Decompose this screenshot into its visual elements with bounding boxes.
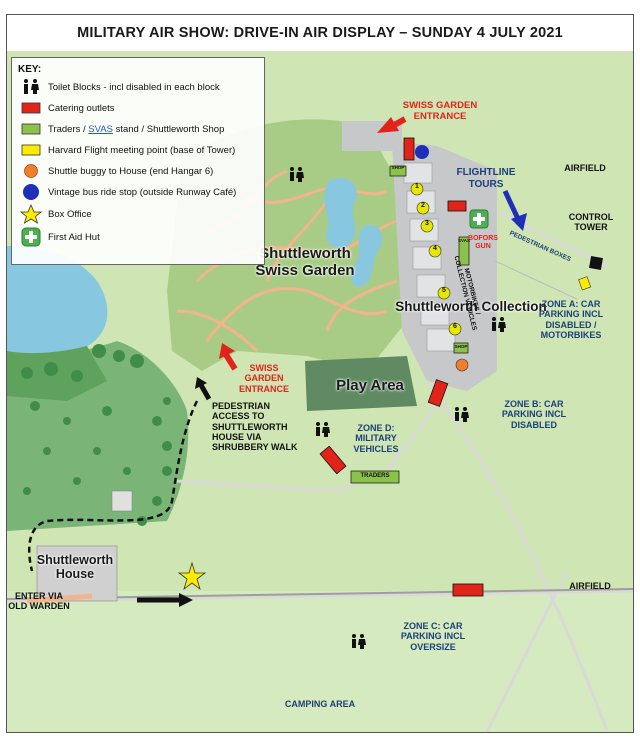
key-item-first-aid: First Aid Hut [18,227,100,247]
catering-icon [18,102,44,114]
page-title: MILITARY AIR SHOW: DRIVE-IN AIR DISPLAY … [7,15,633,51]
catering-outlet [452,583,484,597]
vintage-bus-stop [415,145,429,159]
shuttle-buggy-stop [455,358,469,372]
black-arrow [198,383,212,401]
meeting-point-icon [18,144,44,156]
label-zone-b: ZONE B: CAR PARKING INCL DISABLED [501,399,567,430]
label-swiss-garden-entrance-left: SWISS GARDEN ENTRANCE [239,363,290,394]
trees [21,344,172,526]
key-label: Box Office [48,208,92,220]
toilet-icon [18,79,44,95]
box-office-star [177,561,207,591]
label-airfield-bottom: AIRFIELD [569,581,611,591]
shop-stand [453,342,469,354]
label-enter-via-old-warden: ENTER VIA OLD WARDEN [8,591,70,612]
red-arrow [222,351,238,371]
blue-arrow [502,189,522,223]
catering-outlets [319,137,484,597]
svas-stand [458,236,470,266]
first-aid-icon [18,227,44,247]
label-pedestrian-access: PEDESTRIAN ACCESS TO SHUTTLEWORTH HOUSE … [212,401,298,453]
hangar-5-label: 5 [442,287,446,294]
key-item-shuttle-buggy: Shuttle buggy to House (end Hangar 6) [18,162,213,180]
control-tower-marker [589,256,603,270]
label-zone-a: ZONE A: CAR PARKING INCL DISABLED / MOTO… [538,299,604,341]
label-control-tower: CONTROL TOWER [568,212,614,233]
hangar-markers [410,182,462,336]
label-shop-top: SHOP [391,165,405,170]
shuttleworth-house-building [36,545,118,602]
label-shop-bottom: SHOP [454,344,468,349]
pond [324,177,357,249]
label-zone-d: ZONE D: MILITARY VEHICLES [353,423,399,454]
key-item-traders: Traders / SVAS stand / Shuttleworth Shop [18,120,224,138]
key-label: First Aid Hut [48,231,100,243]
hangar-4-label: 4 [433,245,437,252]
vintage-bus-icon [18,183,44,201]
label-traders: TRADERS [360,473,390,479]
catering-outlet [319,445,347,475]
pond [351,225,383,287]
hangar-1-label: 1 [415,183,419,190]
key-label: Catering outlets [48,102,115,114]
catering-outlet [427,379,449,407]
traders-stand [350,470,400,484]
label-swiss-garden-entrance-top: SWISS GARDEN ENTRANCE [402,100,478,122]
hangar-3-label: 3 [425,220,429,227]
traders-stands [350,165,470,484]
key-label: Vintage bus ride stop (outside Runway Ca… [48,186,237,198]
key-label: Harvard Flight meeting point (base of To… [48,144,236,156]
label-shuttleworth-house: Shuttleworth House [36,553,114,582]
label-play-area: Play Area [336,377,404,394]
label-bofors-gun: BOFORS GUN [468,235,498,251]
play-area-ground [305,356,417,411]
hangar-2-label: 2 [421,202,425,209]
label-zone-c: ZONE C: CAR PARKING INCL OVERSIZE [400,621,466,652]
catering-outlet [403,137,415,161]
label-flightline-tours: FLIGHTLINE TOURS [456,167,516,190]
catering-outlet [447,200,467,212]
shop-stand [389,165,407,177]
key-item-meeting-point: Harvard Flight meeting point (base of To… [18,141,235,159]
label-svas: SVAS [458,238,470,243]
shuttle-buggy-icon [18,163,44,179]
key-heading: KEY: [18,64,42,75]
label-camping-area: CAMPING AREA [284,699,356,709]
key-label: Toilet Blocks - incl disabled in each bl… [48,81,220,93]
key-label: Shuttle buggy to House (end Hangar 6) [48,165,214,177]
camping-field [7,591,633,732]
label-shuttleworth-swiss-garden: Shuttleworth Swiss Garden [255,245,355,280]
site-map [7,51,633,732]
key-item-toilets: Toilet Blocks - incl disabled in each bl… [18,78,220,96]
key-item-box-office: Box Office [18,204,92,224]
map-frame: MILITARY AIR SHOW: DRIVE-IN AIR DISPLAY … [6,14,634,733]
hangar-6-label: 6 [453,323,457,330]
star-icon [18,204,44,224]
key-item-catering: Catering outlets [18,99,115,117]
key-label: Traders / SVAS stand / Shuttleworth Shop [48,123,225,135]
label-airfield-top: AIRFIELD [564,163,606,173]
lake [7,246,108,357]
toilet-blocks [290,167,506,649]
harvard-meeting-point [578,276,592,291]
shrubbery-walk-path [27,400,199,572]
label-shuttleworth-collection: Shuttleworth Collection [395,299,547,314]
traders-icon [18,123,44,135]
key-item-vintage-bus: Vintage bus ride stop (outside Runway Ca… [18,183,236,201]
map-key: KEY: Toilet Blocks - incl disabled in ea… [11,57,265,265]
